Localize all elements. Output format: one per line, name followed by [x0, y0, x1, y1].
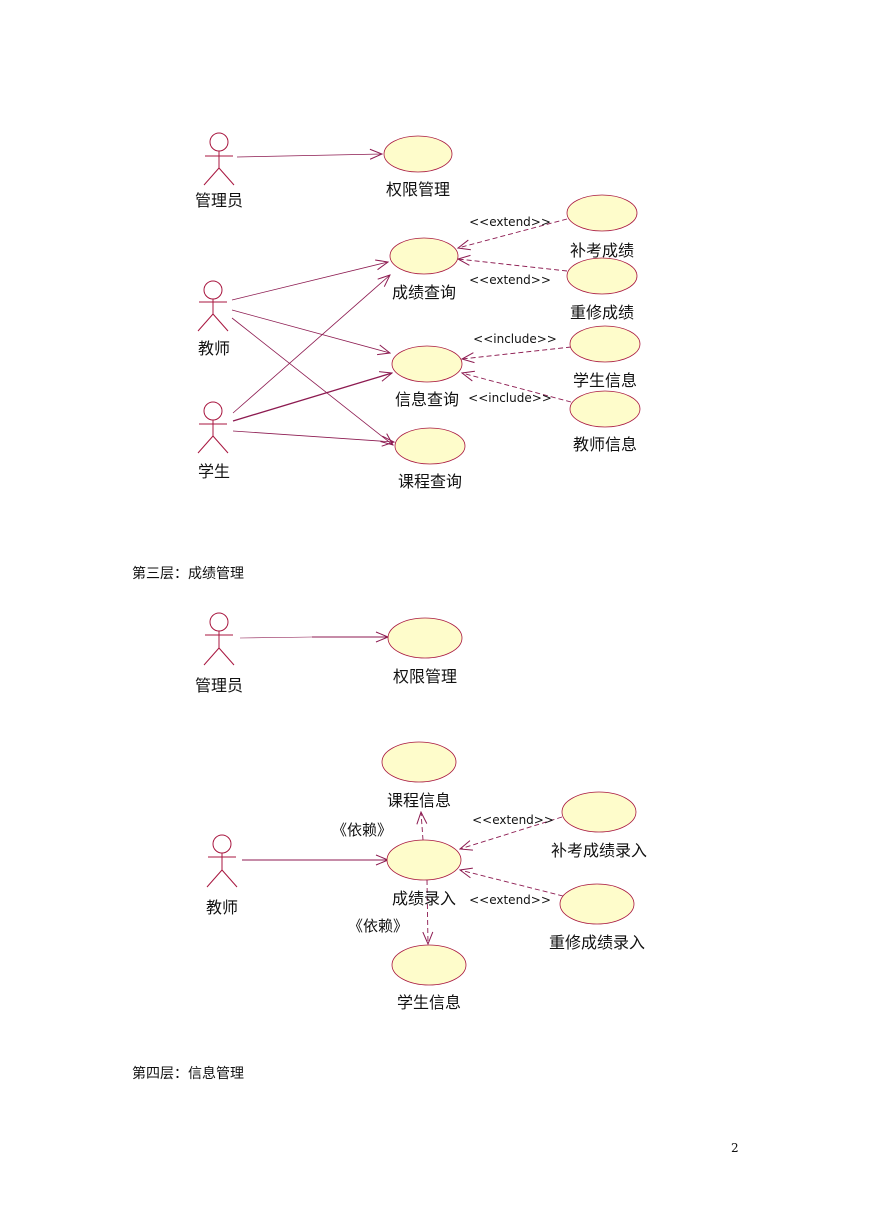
- usecase-student-info-2: [391, 944, 467, 986]
- d1-dependencies: [458, 218, 572, 403]
- usecase-makeup-grade-label: 补考成绩: [570, 241, 634, 260]
- extend-retake-entry: [460, 870, 564, 897]
- usecase-course-query: [394, 427, 466, 465]
- usecase-permission-2: [387, 617, 463, 659]
- usecase-makeup-entry: [561, 791, 637, 833]
- stereotype-extend-4: <<extend>>: [469, 893, 551, 907]
- depend-grade-entry-student-info: [427, 879, 428, 944]
- usecase-course-info: [381, 741, 457, 783]
- usecase-retake-entry: [559, 883, 635, 925]
- depend-grade-entry-course-info: [421, 812, 423, 841]
- usecase-retake-grade: [566, 257, 638, 295]
- assoc-teacher-grade-query: [231, 262, 388, 301]
- actor-student: [197, 401, 229, 454]
- usecase-retake-grade-label: 重修成绩: [570, 303, 634, 322]
- assoc-admin2-permission-faint: [239, 636, 313, 639]
- actor-student-label: 学生: [198, 462, 230, 481]
- usecase-grade-entry-label: 成绩录入: [392, 889, 456, 908]
- include-info-query-teacher-info: [462, 373, 572, 403]
- section-heading-layer-4: 第四层：信息管理: [132, 1066, 244, 1082]
- assoc-teacher-info-query: [231, 309, 390, 353]
- actor-teacher: [197, 280, 229, 332]
- stereotype-extend-3: <<extend>>: [472, 813, 554, 827]
- stereotype-include-2: <<include>>: [468, 391, 552, 405]
- usecase-makeup-entry-label: 补考成绩录入: [551, 841, 647, 860]
- section-heading-layer-3: 第三层：成绩管理: [132, 566, 244, 582]
- actor-admin-2: [203, 612, 235, 666]
- assoc-teacher-course-query: [231, 317, 393, 445]
- actor-teacher-2-label: 教师: [206, 898, 238, 917]
- usecase-student-info: [569, 325, 641, 363]
- extend-retake-to-grade-query: [458, 259, 568, 272]
- assoc-student-course-query: [232, 430, 394, 442]
- actor-admin: [203, 132, 235, 186]
- usecase-makeup-grade: [566, 194, 638, 232]
- assoc-admin-permission: [236, 154, 382, 157]
- actor-admin-label: 管理员: [195, 191, 243, 210]
- stereotype-depend-2: 《依赖》: [348, 917, 408, 935]
- diagram-1: 管理员 教师 学生 权限管理 成绩查询: [195, 132, 641, 491]
- usecase-grade-query: [389, 237, 459, 275]
- usecase-teacher-info: [569, 390, 641, 428]
- actor-admin-2-label: 管理员: [195, 676, 243, 695]
- usecase-student-info-label: 学生信息: [573, 371, 637, 390]
- include-info-query-student-info: [462, 346, 572, 359]
- assoc-student-grade-query: [232, 275, 390, 414]
- usecase-grade-query-label: 成绩查询: [392, 283, 456, 302]
- actor-teacher-2: [206, 834, 238, 888]
- usecase-info-query-label: 信息查询: [395, 390, 459, 409]
- extend-makeup-to-grade-query: [458, 218, 568, 248]
- usecase-grade-entry: [386, 839, 462, 881]
- usecase-permission-label: 权限管理: [386, 180, 450, 199]
- usecase-teacher-info-label: 教师信息: [573, 435, 637, 454]
- usecase-permission: [383, 135, 453, 173]
- usecase-course-query-label: 课程查询: [398, 472, 462, 491]
- assoc-student-info-query: [232, 373, 392, 422]
- usecase-student-info-2-label: 学生信息: [397, 993, 461, 1012]
- d1-associations: [231, 154, 394, 445]
- stereotype-extend-1: <<extend>>: [469, 215, 551, 229]
- actor-teacher-label: 教师: [198, 339, 230, 358]
- stereotype-include-1: <<include>>: [473, 332, 557, 346]
- stereotype-extend-2: <<extend>>: [469, 273, 551, 287]
- usecase-info-query: [391, 345, 463, 383]
- stereotype-depend-1: 《依赖》: [332, 821, 392, 839]
- page-number: 2: [731, 1141, 739, 1155]
- usecase-retake-entry-label: 重修成绩录入: [549, 933, 645, 952]
- usecase-course-info-label: 课程信息: [387, 791, 451, 810]
- usecase-permission-2-label: 权限管理: [393, 667, 457, 686]
- extend-makeup-entry: [460, 816, 563, 849]
- diagram-2: 管理员 教师: [195, 612, 647, 1012]
